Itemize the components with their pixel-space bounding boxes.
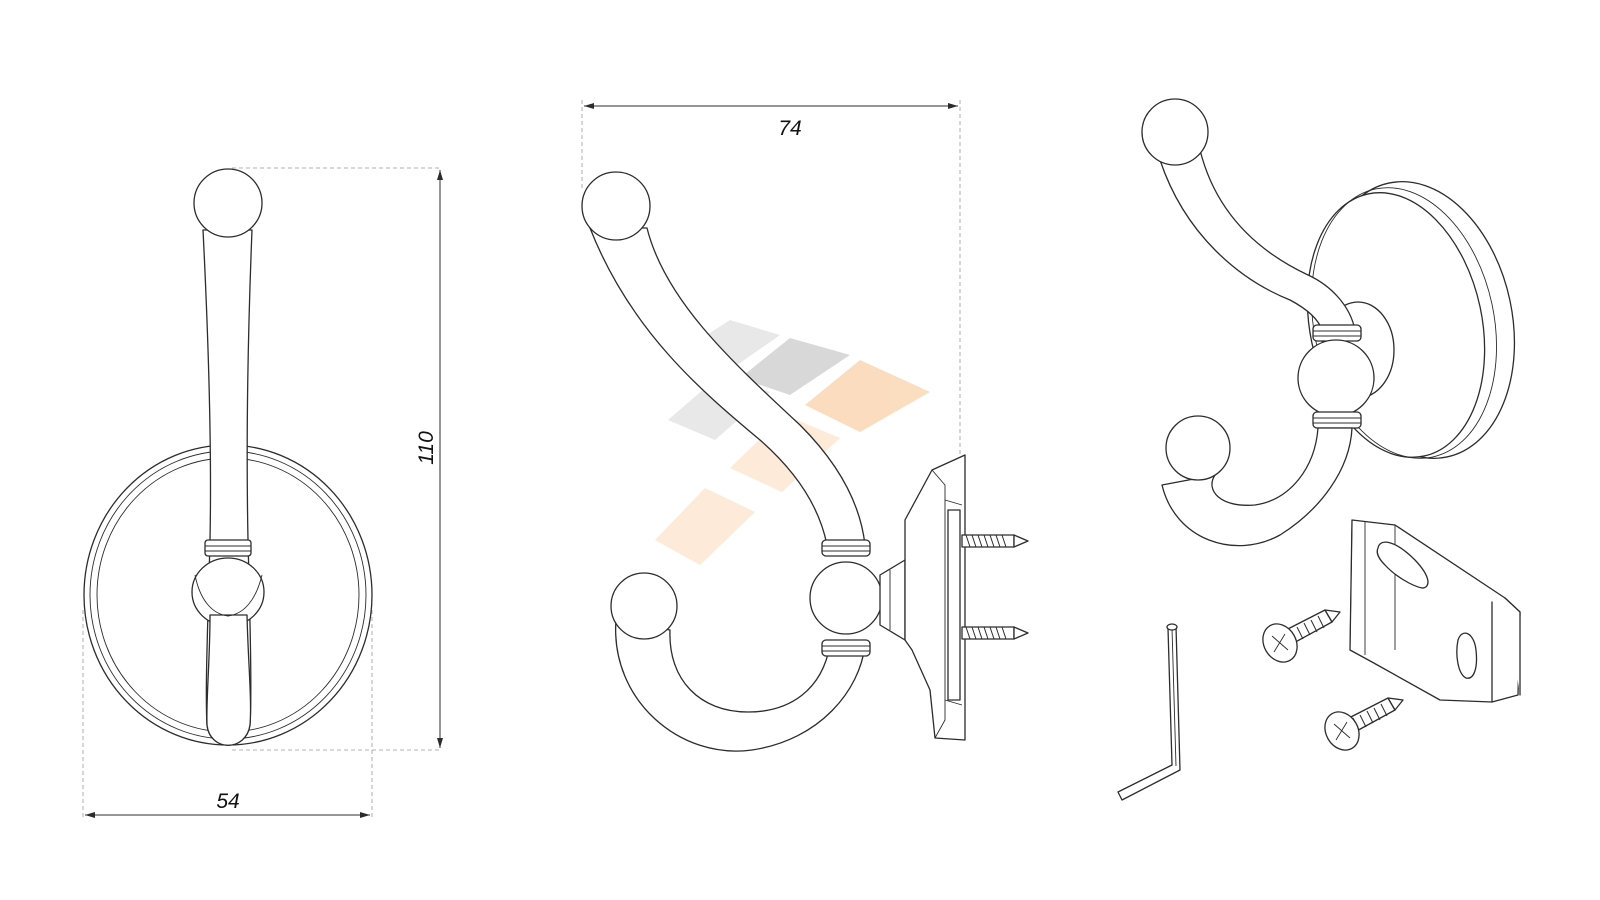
hook-collar-bottom [1312, 411, 1362, 429]
hook-bottom-knob [610, 572, 678, 640]
screw-bottom [961, 626, 1029, 640]
hook-bottom-knob [1165, 415, 1231, 481]
bracket-slot-bottom [1456, 632, 1478, 679]
watermark-tile [740, 338, 850, 395]
bracket-slot-top [1376, 541, 1429, 589]
hook-collar [204, 539, 252, 557]
hook-center-ball [1297, 339, 1375, 417]
hook-collar-top [821, 539, 871, 557]
isometric-view [1141, 98, 1516, 547]
screw-mount-2 [1324, 697, 1404, 751]
hex-key [1117, 623, 1181, 801]
hook-center-ball [809, 561, 883, 635]
front-view: 110 54 [82, 167, 443, 820]
watermark-tile [805, 360, 930, 432]
hook-top-knob [1141, 98, 1209, 166]
hook-top-knob [581, 171, 651, 241]
dimension-height: 110 [415, 431, 438, 465]
dimension-width: 54 [216, 790, 239, 813]
hook-neck [879, 559, 906, 641]
hook-upper-arm [589, 227, 866, 546]
screw-top [961, 534, 1029, 548]
watermark-tile [655, 488, 755, 565]
hook-lower-curve [1161, 427, 1353, 547]
hook-collar-top [1312, 324, 1362, 342]
side-view: 74 [581, 100, 1029, 752]
mounting-bracket [1349, 519, 1521, 703]
mounting-kit [1117, 519, 1521, 801]
hook-collar-bottom [821, 639, 871, 657]
hook-top-knob [193, 168, 263, 238]
screw-mount-1 [1262, 609, 1341, 663]
mounting-bracket-profile [947, 509, 961, 701]
dimension-depth: 74 [778, 117, 801, 140]
